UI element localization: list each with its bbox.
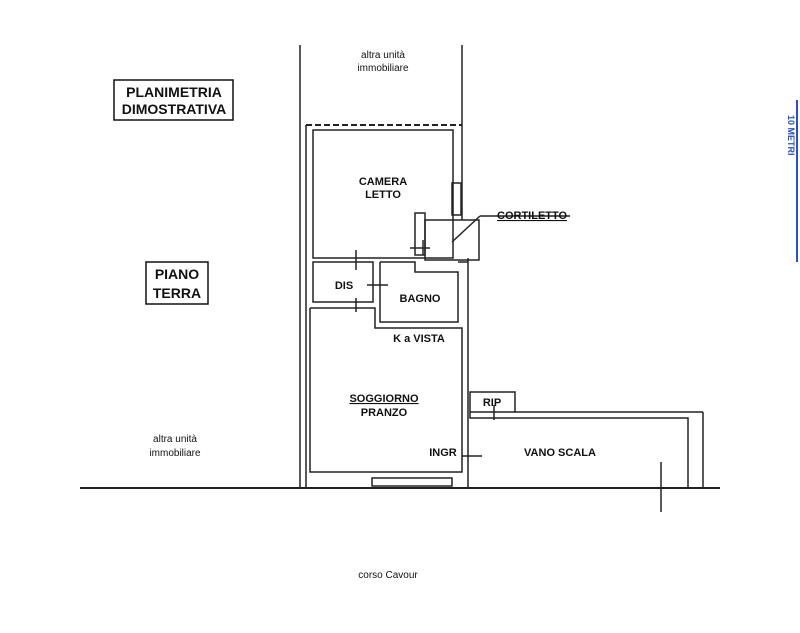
neighbor-top-line2: immobiliare	[357, 63, 409, 74]
neighbor-top-line1: altra unità	[361, 50, 405, 61]
entrance-door	[371, 477, 453, 487]
label-soggiorno-line1: SOGGIORNO	[349, 393, 419, 405]
room-bagno	[379, 261, 459, 323]
window	[451, 182, 462, 216]
floor-line2: TERRA	[153, 285, 201, 301]
label-vano-scala: VANO SCALA	[524, 447, 596, 459]
label-camera-line2: LETTO	[365, 189, 401, 201]
floor-box	[145, 261, 209, 305]
title-line2: DIMOSTRATIVA	[122, 101, 226, 117]
label-camera-line1: CAMERA	[359, 176, 407, 188]
walls	[80, 45, 720, 512]
label-ingresso: INGR	[429, 447, 457, 459]
label-rip: RIP	[483, 397, 501, 409]
room-dis	[312, 261, 374, 303]
label-cucina: K a VISTA	[393, 333, 445, 345]
label-dis: DIS	[335, 280, 353, 292]
label-cortiletto: CORTILETTO	[497, 210, 568, 222]
room-camera-letto	[312, 129, 454, 259]
floor-line1: PIANO	[155, 266, 199, 282]
neighbor-left-line1: altra unità	[153, 434, 197, 445]
label-bagno: BAGNO	[400, 293, 441, 305]
room-soggiorno	[309, 307, 463, 473]
room-rip	[469, 391, 516, 413]
label-soggiorno-line2: PRANZO	[361, 407, 408, 419]
room-cortiletto	[424, 219, 480, 261]
scale-label: 10 METRI	[786, 115, 796, 156]
neighbor-left-line2: immobiliare	[149, 448, 201, 459]
title-box	[113, 79, 234, 121]
street-label: corso Cavour	[358, 570, 418, 581]
title-line1: PLANIMETRIA	[126, 84, 222, 100]
